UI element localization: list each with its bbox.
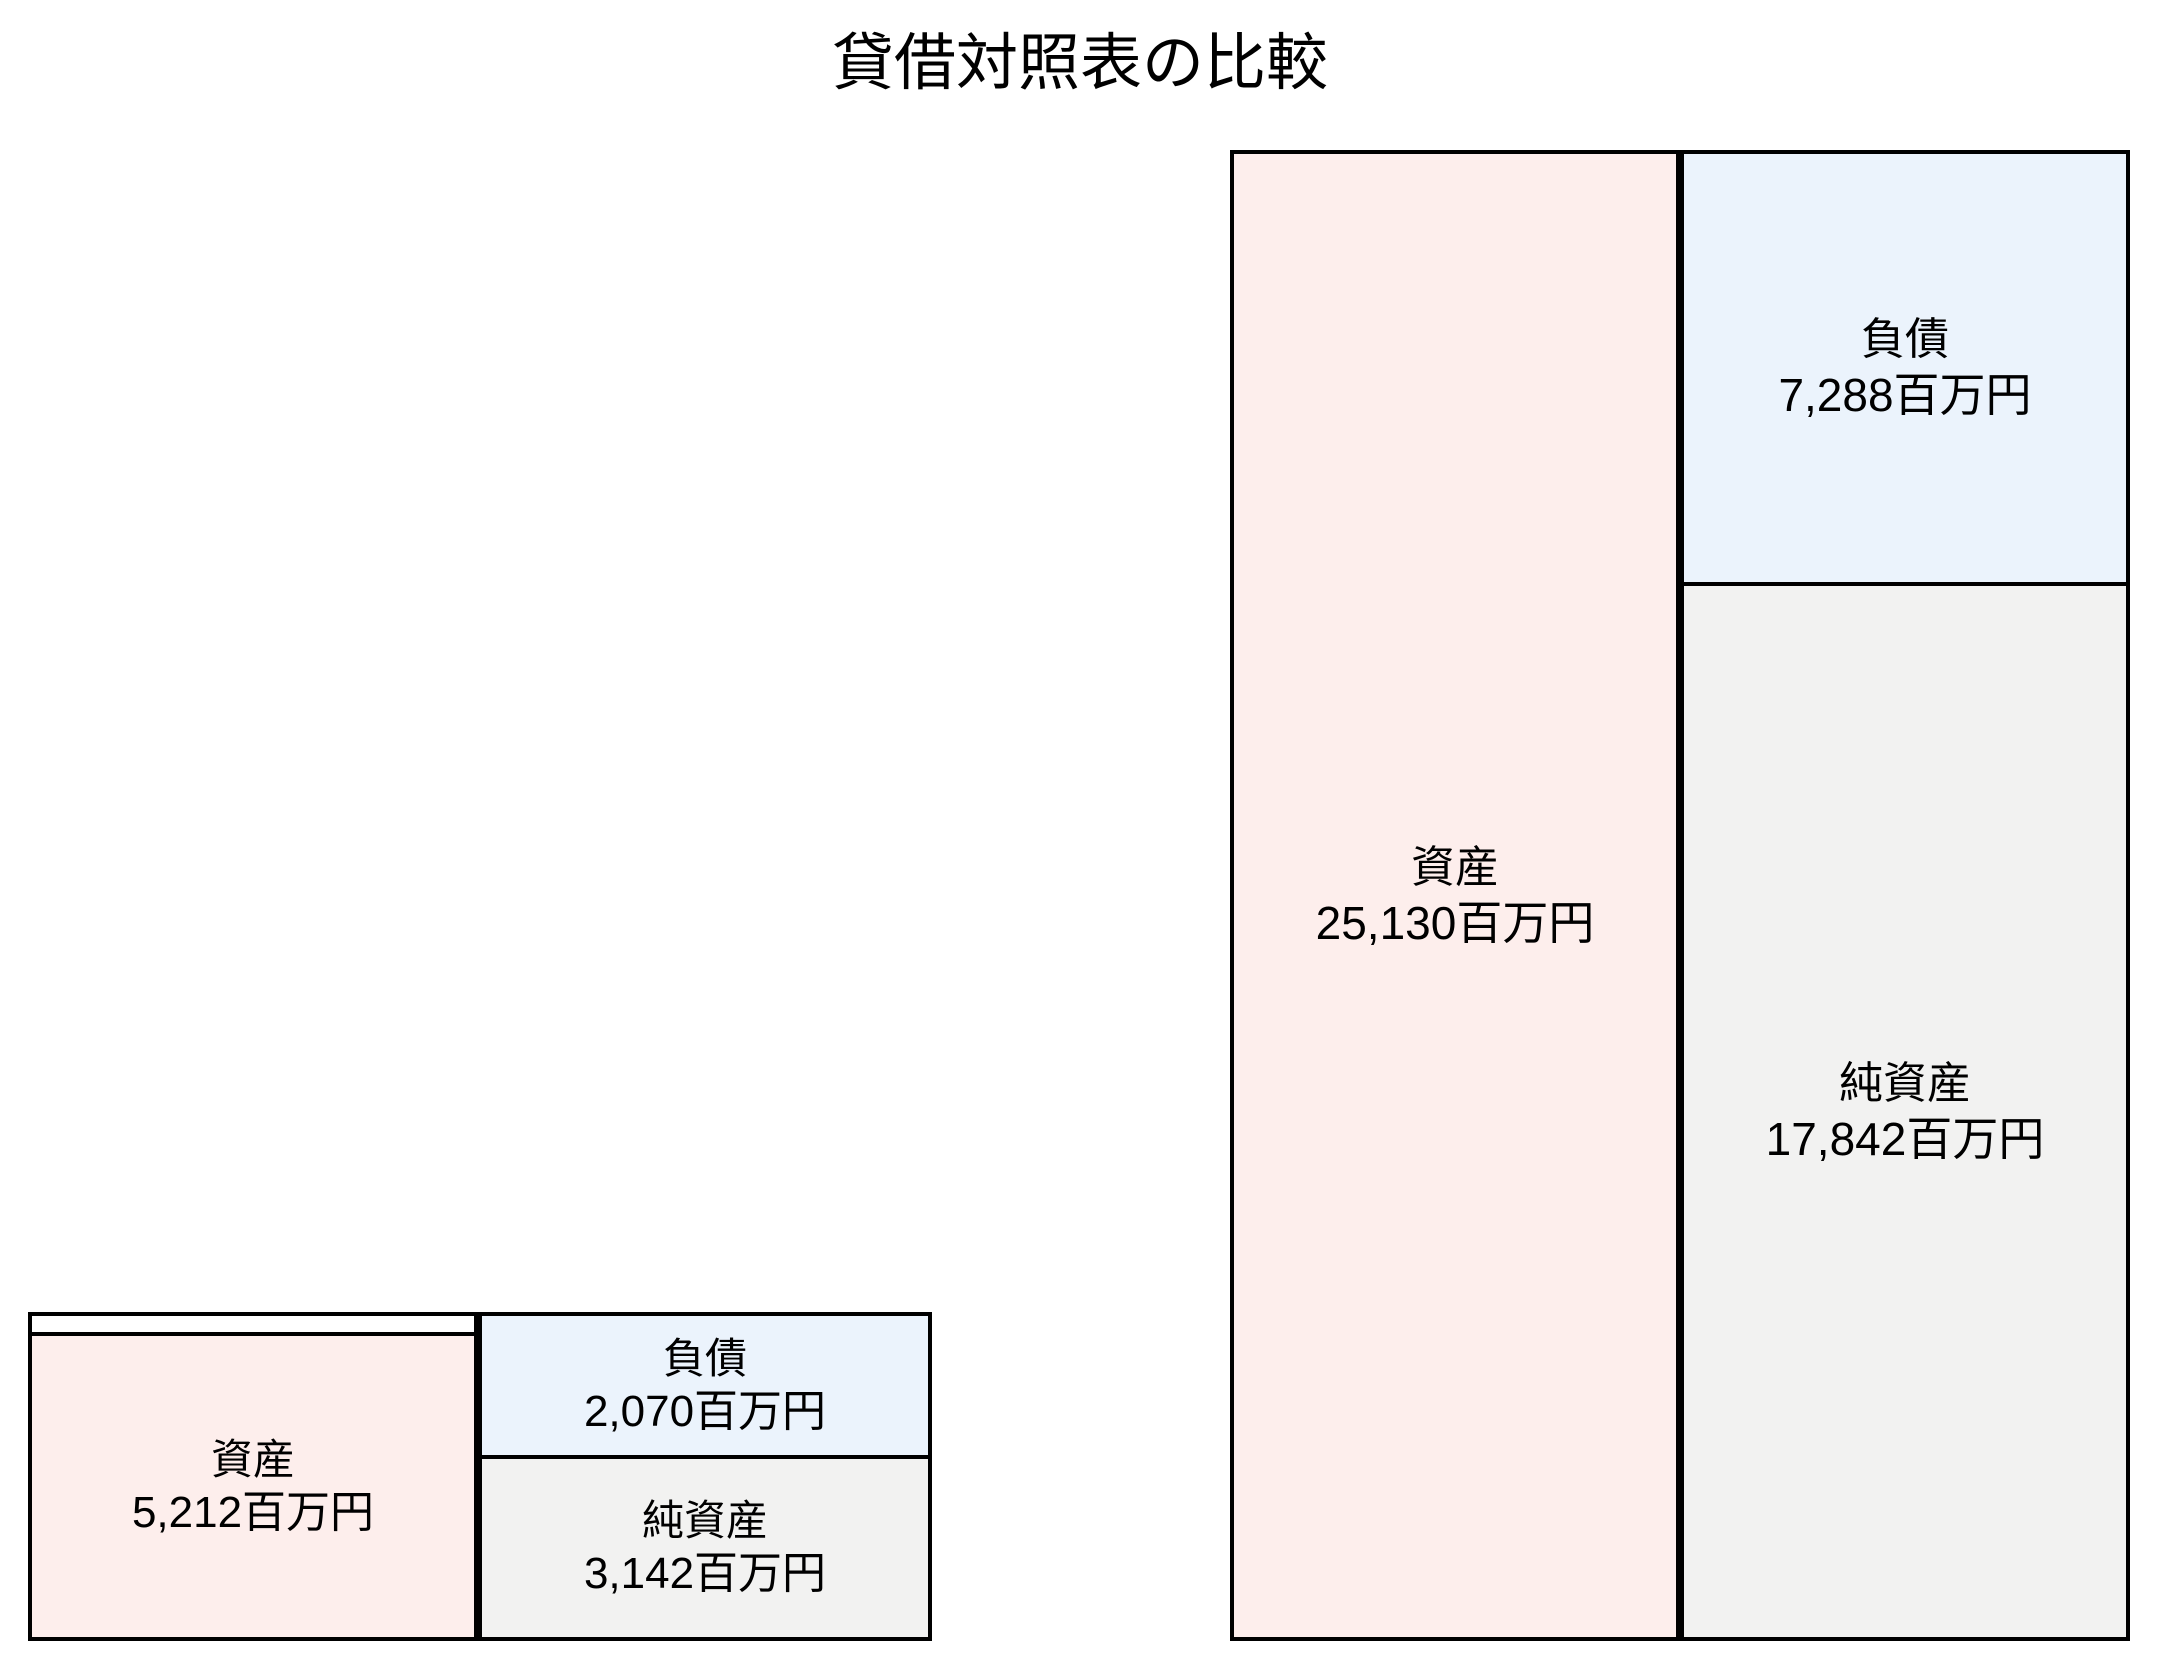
left-assets-block: 資産 5,212百万円	[28, 1332, 478, 1641]
right-balance-sheet-group: 資産 25,130百万円 負債 7,288百万円 純資産 17,842百万円	[1230, 150, 2130, 1641]
left-liabilities-value: 2,070百万円	[583, 1386, 827, 1436]
left-net-assets-value: 3,142百万円	[583, 1549, 827, 1598]
left-net-assets-label: 純資産	[641, 1497, 768, 1544]
right-liabilities-value: 7,288百万円	[1778, 369, 2032, 421]
left-assets-label: 資産	[210, 1435, 295, 1483]
left-net-assets-block: 純資産 3,142百万円	[478, 1455, 932, 1641]
right-liabilities-label: 負債	[1861, 315, 1949, 364]
right-assets-value: 25,130百万円	[1315, 896, 1595, 949]
right-net-assets-label: 純資産	[1839, 1058, 1971, 1108]
right-net-assets-block: 純資産 17,842百万円	[1680, 582, 2130, 1641]
page-title: 貸借対照表の比較	[831, 29, 1328, 98]
left-assets-value: 5,212百万円	[131, 1487, 375, 1537]
left-liabilities-label: 負債	[662, 1334, 747, 1382]
right-assets-label: 資産	[1411, 842, 1499, 892]
right-net-assets-value: 17,842百万円	[1765, 1112, 2045, 1165]
right-assets-block: 資産 25,130百万円	[1230, 150, 1680, 1641]
right-liabilities-block: 負債 7,288百万円	[1680, 150, 2130, 586]
left-balance-sheet-group: 資産 5,212百万円 負債 2,070百万円 純資産 3,142百万円	[28, 1312, 932, 1641]
left-liabilities-block: 負債 2,070百万円	[478, 1312, 932, 1459]
